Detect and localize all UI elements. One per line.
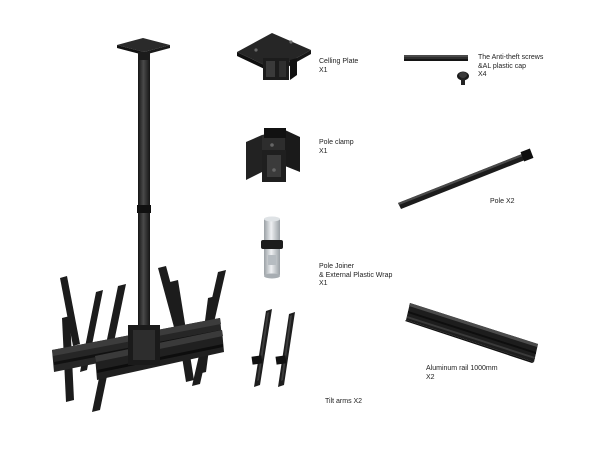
label-line: The Anti-theft screws [478, 54, 544, 61]
label-pole-joiner: Pole Joiner & External Plastic Wrap X1 [319, 263, 392, 289]
screw-cap-icon [404, 55, 469, 85]
tilt-arm-icon [251, 309, 295, 387]
label-line: &AL plastic cap [478, 62, 526, 70]
label-pole-clamp: Pole clamp X1 [319, 139, 354, 156]
label-pole: Pole X2 [490, 198, 515, 207]
label-line: Pole X2 [490, 198, 515, 205]
label-line: X1 [319, 280, 328, 287]
label-anti-theft-screws: The Anti-theft screws &AL plastic cap X4 [478, 54, 543, 80]
ceiling-plate-icon [237, 33, 311, 80]
label-tilt-arms: Tilt arms X2 [325, 398, 362, 407]
pole-clamp-icon [246, 128, 300, 182]
label-aluminum-rail: Aluminum rail 1000mm X2 [426, 365, 498, 382]
aluminum-rail-icon [405, 303, 538, 363]
label-line: X2 [426, 373, 435, 381]
label-line: Celling Plate [319, 58, 359, 65]
label-line: Tilt arms X2 [325, 398, 363, 405]
label-line: Pole clamp [319, 139, 354, 146]
pole-icon [398, 148, 534, 209]
label-line: X1 [319, 147, 328, 155]
label-line: Aluminum rail 1000mm [426, 365, 498, 372]
label-line: Pole Joiner [319, 263, 355, 270]
label-line: & External Plastic Wrap [319, 271, 393, 279]
label-line: X1 [319, 66, 328, 74]
pole-joiner-icon [261, 216, 283, 279]
label-ceiling-plate: Celling Plate X1 [319, 58, 358, 75]
label-line: X4 [478, 71, 487, 78]
ceiling-mount-assembly-icon [52, 38, 226, 412]
